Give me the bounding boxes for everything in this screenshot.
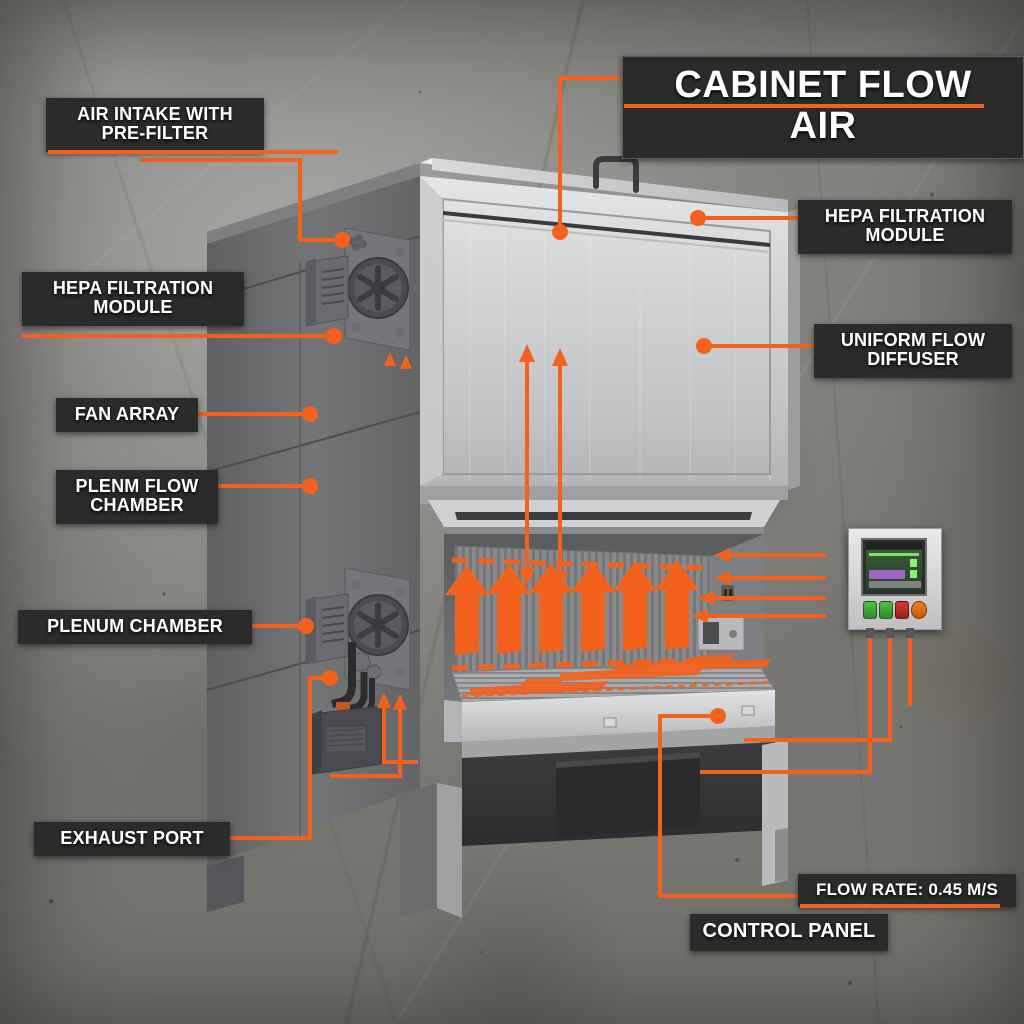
screen-header-bar [866, 542, 922, 549]
control-button-4-emergency[interactable] [911, 601, 927, 619]
air-intake-underline [48, 150, 338, 154]
label-flow-rate: FLOW RATE: 0.45 M/S [798, 874, 1016, 908]
label-uniform-flow-diffuser: UNIFORM FLOW DIFFUSER [814, 324, 1012, 378]
lcd-readout-row [869, 570, 905, 579]
control-button-1-green[interactable] [863, 601, 877, 619]
lcd-status-row [869, 581, 921, 588]
control-button-3-red[interactable] [895, 601, 909, 619]
label-plenum-flow-chamber: PLENM FLOW CHAMBER [56, 470, 218, 524]
label-hepa-left: HEPA FILTRATION MODULE [22, 272, 244, 326]
label-exhaust-port: EXHAUST PORT [34, 822, 230, 857]
lcd-top-bar [869, 553, 919, 556]
screen-lcd [866, 550, 922, 591]
label-air-intake: AIR INTAKE WITH PRE-FILTER [46, 98, 264, 152]
label-fan-array: FAN ARRAY [56, 398, 198, 433]
control-panel-screen [861, 538, 927, 596]
lcd-value-upper [910, 559, 917, 567]
lower-fan-unit [305, 567, 411, 775]
title-underline [624, 104, 984, 108]
label-control-panel: CONTROL PANEL [690, 914, 888, 951]
flow-rate-underline [800, 904, 1000, 908]
control-panel[interactable] [848, 528, 942, 630]
lcd-value-lower [910, 570, 917, 578]
upper-fan-unit [305, 227, 411, 351]
label-hepa-right: HEPA FILTRATION MODULE [798, 200, 1012, 254]
control-button-2-green[interactable] [879, 601, 893, 619]
label-plenum-chamber: PLENUM CHAMBER [18, 610, 252, 645]
